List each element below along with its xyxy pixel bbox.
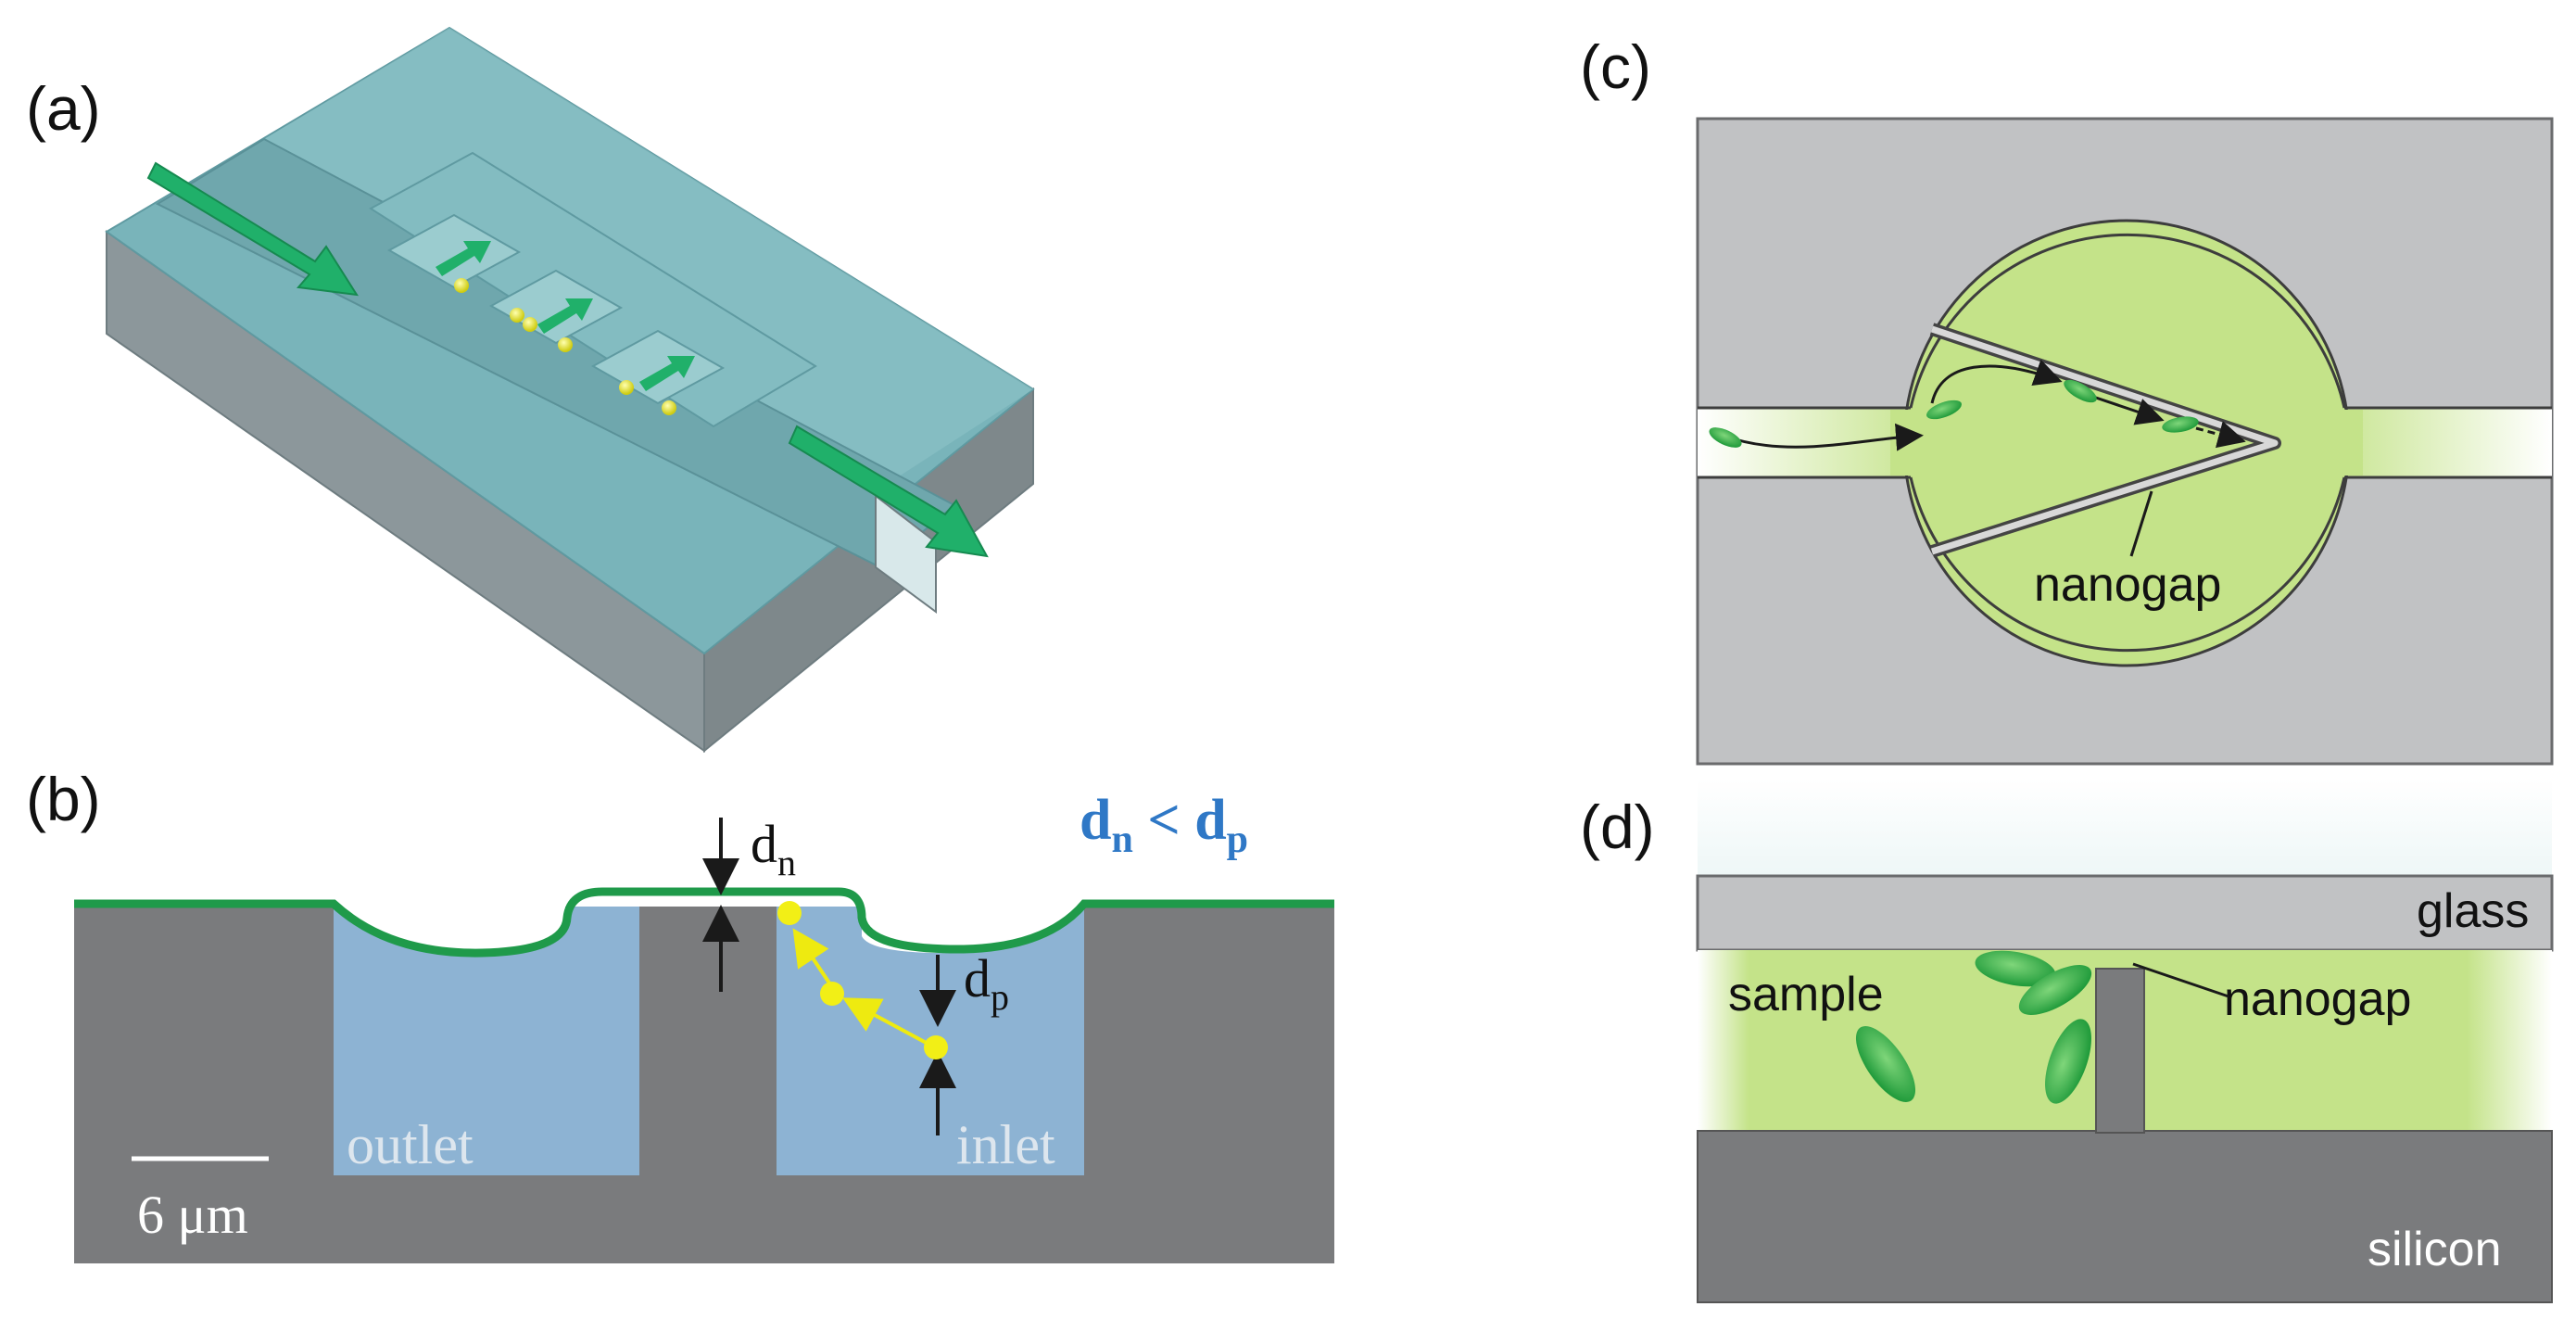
nanogap-label-d: nanogap <box>2224 972 2411 1026</box>
flow-arrow-pocket-1 <box>436 241 491 276</box>
panel-d-label: (d) <box>1580 793 1655 861</box>
silicon-layer <box>1697 1130 2553 1303</box>
cell <box>1926 400 1962 420</box>
sample-label: sample <box>1728 968 1884 1021</box>
dp-label: dp <box>964 948 1009 1018</box>
dn-lt-dp-relation: dn < dp <box>1080 789 1248 861</box>
panel-a: (a) <box>26 26 1035 754</box>
outlet-label: outlet <box>347 1114 474 1175</box>
panel-c: (c) nanogap <box>1580 32 2554 766</box>
flow-arrow-pocket-3 <box>639 356 695 391</box>
cell-trajectory <box>1930 359 2063 404</box>
panel-b-label: (b) <box>26 765 101 833</box>
cell <box>2045 1019 2091 1104</box>
panel-c-label: (c) <box>1580 32 1651 101</box>
trajectory-arrow <box>792 928 832 986</box>
bead <box>558 337 573 352</box>
inlet-label: inlet <box>956 1114 1055 1175</box>
glass-layer <box>1696 874 2554 952</box>
outlet-meniscus-fill <box>334 907 565 954</box>
chamber-opening-left <box>1890 410 1918 476</box>
flow-arrow-pocket-2 <box>537 298 593 334</box>
top-fade <box>1698 779 2552 876</box>
cell-trajectory <box>1723 423 1924 451</box>
bead <box>510 308 524 323</box>
cell-trajectory <box>2195 421 2246 449</box>
pocket-3 <box>590 329 726 405</box>
chamber-arc-top <box>1909 233 2346 409</box>
bead <box>662 400 676 415</box>
glass-label: glass <box>2417 884 2529 938</box>
particle <box>820 982 844 1006</box>
flow-arrow-in <box>146 161 359 297</box>
pocket-2 <box>488 269 624 345</box>
pocket-1 <box>386 213 522 289</box>
trajectory-arrow <box>841 997 932 1047</box>
bead <box>619 380 634 395</box>
chamber-opening-right <box>2335 410 2363 476</box>
nanogap-label-c: nanogap <box>2034 558 2221 612</box>
cell <box>2018 965 2092 1015</box>
separator-pillar <box>639 907 777 1175</box>
cell <box>1975 950 2056 987</box>
silicon-label: silicon <box>2368 1223 2502 1276</box>
scale-bar-label: 6 μm <box>137 1185 248 1245</box>
panel-d: (d) glass sample nanogap silicon <box>1580 779 2554 1303</box>
nanogap-leader <box>2129 490 2153 557</box>
cell <box>1855 1026 1916 1102</box>
panel-a-label: (a) <box>26 74 101 143</box>
particle <box>924 1035 948 1059</box>
panel-b: (b) dn dp dn < dp <box>26 765 1334 1263</box>
particle <box>777 901 802 925</box>
outlet-notch <box>875 493 937 614</box>
cell <box>2064 379 2097 403</box>
flow-arrow-out <box>788 425 989 558</box>
nanogap-leader-d <box>2132 962 2229 998</box>
cell <box>1709 427 1742 448</box>
bead <box>523 317 537 332</box>
nanogap-pillar <box>2095 968 2145 1134</box>
chamber-arc-bottom <box>1909 476 2346 653</box>
cell <box>2162 416 2199 433</box>
dn-label: dn <box>751 814 796 883</box>
bead <box>454 278 469 293</box>
cell-trajectory <box>2084 392 2165 425</box>
